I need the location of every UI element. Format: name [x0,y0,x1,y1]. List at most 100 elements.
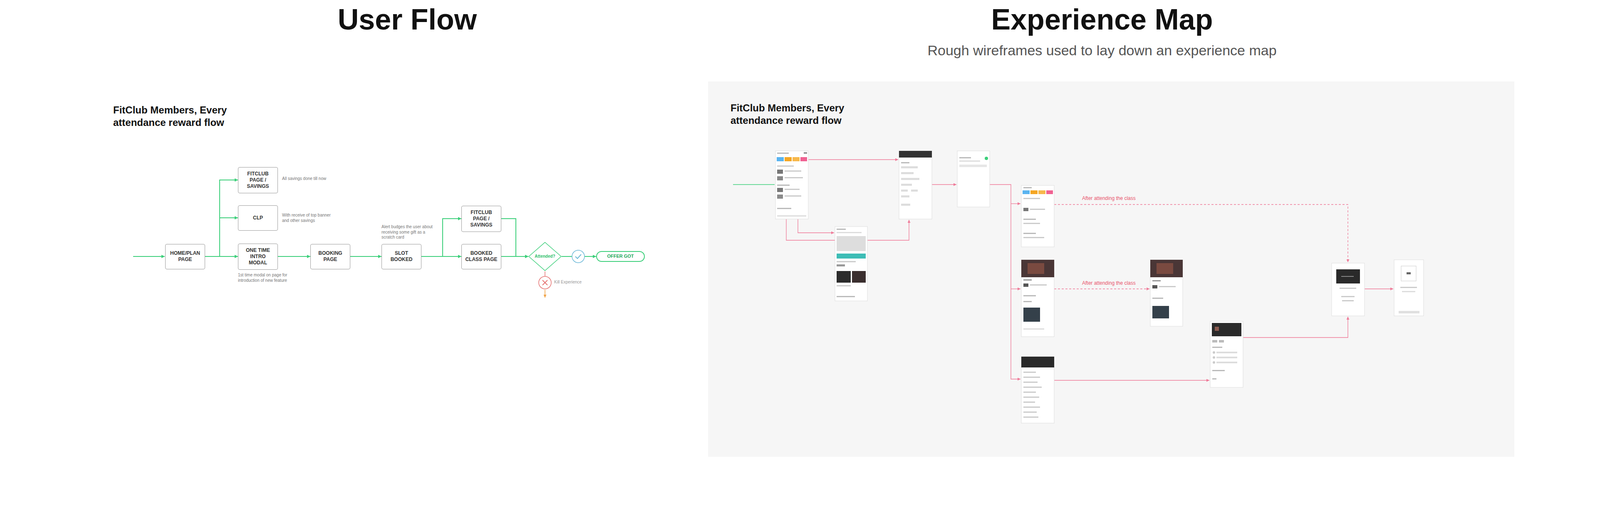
wireframe-screen [1212,356,1216,360]
flow-heading: FitClub Members, Every attendance reward… [113,104,251,129]
wireframe-screen [1023,391,1036,394]
check-symbol [575,254,582,259]
wireframe-screen [1152,285,1158,289]
wireframe-screen [1021,185,1055,248]
wireframe-screen [1152,280,1161,282]
wireframe-screen [1212,361,1216,365]
wireframe-screen [836,228,846,231]
wireframe-screen [1214,326,1219,332]
wireframe-screen [1212,370,1225,372]
wireframe-screen [1023,416,1039,419]
wireframe-screen [784,157,792,162]
wireframe-screen [775,151,809,220]
map-links [1243,317,1348,338]
wireframe-screen [836,236,866,252]
wireframe-screen [777,176,783,181]
wireframe-screen [1023,295,1036,297]
wireframe-screen [1394,260,1424,317]
wireframe-screen [852,271,866,283]
wireframe-screen [899,151,932,158]
map-links [733,184,775,186]
process-box: ONE TIME INTRO MODAL [237,243,278,270]
map-links [931,184,957,185]
node-text: BOOKING PAGE [313,250,348,263]
process-box: SLOT BOOKED [381,244,422,270]
process-box: HOME/PLAN PAGE [165,244,206,270]
wireframe-screen [792,157,800,162]
wireframe-screen [1156,263,1174,275]
wireframe-screen [1021,185,1055,248]
check-symbol [572,250,585,263]
flow-connector [350,256,382,258]
wireframe-screen [1021,356,1055,424]
wireframe-screen [959,160,981,162]
wireframe-screen [1336,269,1360,284]
wireframe-screen [1150,260,1183,278]
wireframe-screen [959,164,987,168]
map-links [1010,203,1021,204]
wireframe-screen [1331,263,1365,317]
wireframe-screen [1210,321,1244,388]
flow-connector [205,256,238,258]
map-links [989,184,1021,380]
wireframe-screen [1021,356,1055,368]
wireframe-screen [775,151,809,220]
wireframe-screen [1023,208,1029,212]
wireframe-screen [836,296,855,298]
wireframe-screen [1212,378,1217,380]
wireframe-screen [1023,386,1042,389]
wireframe-screen [1218,340,1224,343]
wireframe-screen [834,226,868,302]
wireframe-screen [984,156,989,161]
wireframe-screen [1406,272,1411,275]
process-box: FITCLUB PAGE / SAVINGS [461,205,502,233]
node-text: Attended? [534,254,555,260]
node-text: FITCLUB PAGE / SAVINGS [464,209,499,229]
wireframe-screen [899,151,932,220]
wireframe-screen [777,165,794,167]
wireframe-screen [901,178,920,181]
wireframe-screen [1021,260,1055,337]
wireframe-screen [1216,356,1238,359]
wireframe-screen [1038,190,1046,195]
wireframe-screen [1023,222,1041,225]
wireframe-screen [1027,263,1045,275]
wireframe-screen [836,271,851,283]
wireframe-screen [1331,263,1365,317]
wireframe-screen [1150,260,1183,327]
node-text: ONE TIME INTRO MODAL [240,247,275,267]
flow-connector [421,256,462,258]
wireframe-screen [1023,307,1041,322]
wireframe-screen [901,172,914,175]
wireframe-screen [784,188,800,191]
section-title: User Flow [282,1,533,39]
wireframe-screen [803,152,808,154]
wireframe-screen [1021,260,1055,337]
map-links [733,159,1394,381]
wireframe-screen [1211,323,1242,337]
flow-connector [421,218,462,257]
wireframe-screen [1023,218,1036,221]
wireframe-screen [901,203,911,206]
decision-diamond: Attended? [528,242,562,272]
node-text: BOOKED CLASS PAGE [464,250,499,263]
wireframe-screen [901,162,910,164]
wireframe-screen [1342,300,1354,302]
wireframe-screen [957,151,990,208]
fail-branch [544,289,546,298]
annotation: Alert budges the user about receiving so… [381,224,434,241]
flow-heading: FitClub Members, Every attendance reward… [730,101,868,127]
wireframe-screen [1023,406,1041,409]
wireframe-screen [901,189,908,192]
wireframe-screen [901,183,912,186]
node-text: HOME/PLAN PAGE [168,250,203,263]
wireframe-screen [1023,283,1029,288]
wireframe-screen [1023,301,1032,303]
wireframe-screen [1210,321,1244,388]
wireframe-screen [836,285,851,287]
map-links [1010,288,1021,290]
wireframe-screen [776,157,784,162]
wireframe-screen [1046,190,1053,195]
wireframe-screen [1216,351,1238,354]
fail-branch [538,271,552,298]
